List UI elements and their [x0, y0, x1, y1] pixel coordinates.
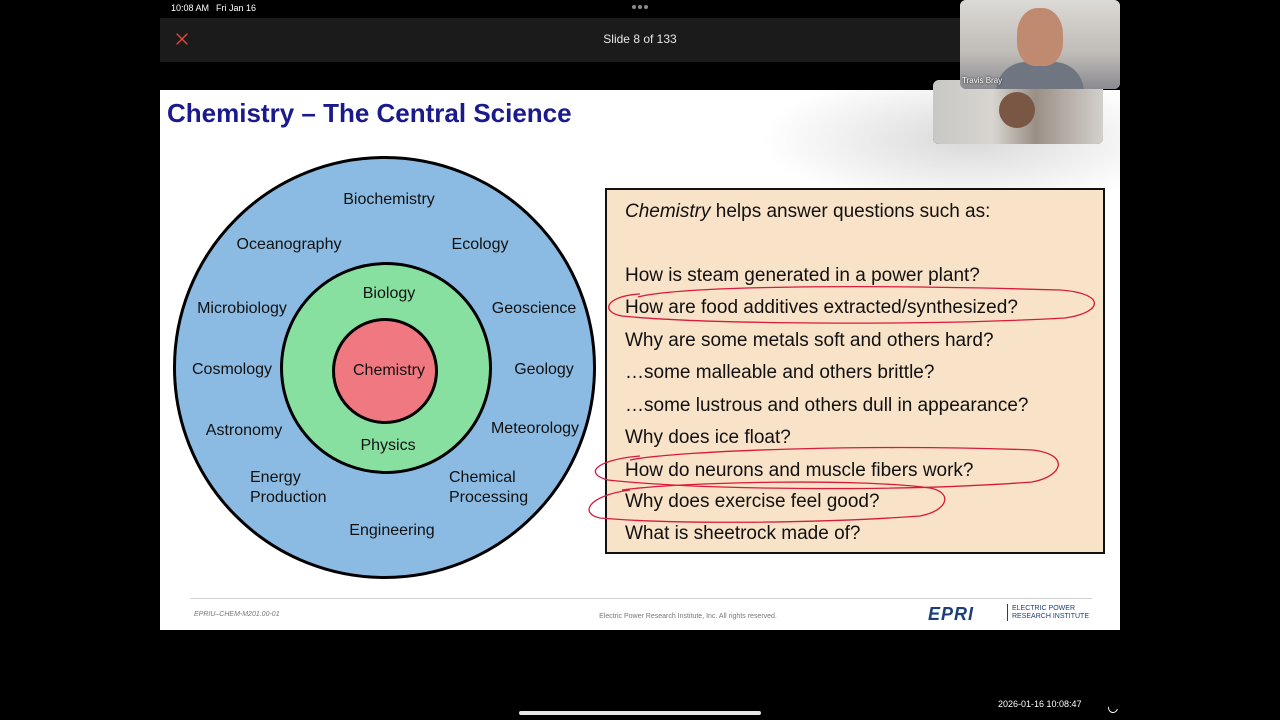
center-label: Chemistry [352, 362, 426, 379]
participant-video-secondary[interactable] [933, 80, 1103, 144]
slide-canvas: Chemistry – The Central Science Chemistr… [160, 90, 1120, 630]
outer-label-geoscience: Geoscience [491, 300, 577, 317]
outer-label-geology: Geology [514, 361, 574, 378]
logo-mark: EPRI [928, 604, 975, 624]
question-item: How is steam generated in a power plant? [625, 265, 980, 286]
participant-video-primary[interactable] [960, 0, 1120, 89]
outer-label-cosmology: Cosmology [191, 361, 273, 378]
question-item: Why does ice float? [625, 427, 791, 448]
intro-emphasis: Chemistry [625, 201, 711, 222]
outer-label-processing: Processing [449, 489, 529, 506]
loading-spinner-icon [1106, 701, 1120, 715]
outer-label-engineering: Engineering [349, 522, 435, 539]
question-item: How are food additives extracted/synthes… [625, 297, 1018, 318]
epri-logo: EPRI ELECTRIC POWER RESEARCH INSTITUTE [928, 602, 1092, 624]
questions-intro: Chemistry helps answer questions such as… [625, 201, 990, 223]
close-button[interactable] [173, 30, 191, 48]
question-item: …some malleable and others brittle? [625, 362, 935, 383]
question-item: What is sheetrock made of? [625, 523, 861, 544]
outer-label-microbiology: Microbiology [197, 300, 287, 317]
outer-label-oceanography: Oceanography [236, 236, 342, 253]
outer-label-chemical: Chemical [449, 469, 516, 486]
outer-ring [173, 156, 596, 579]
question-item: Why are some metals soft and others hard… [625, 330, 994, 351]
multitasking-dots-icon[interactable] [632, 5, 648, 9]
outer-label-astronomy: Astronomy [205, 422, 283, 439]
slide-counter: Slide 8 of 133 [603, 32, 677, 46]
logo-divider [1007, 604, 1008, 621]
question-item: …some lustrous and others dull in appear… [625, 395, 1029, 416]
outer-label-meteorology: Meteorology [490, 420, 580, 437]
footer-doc-id: EPRIU–CHEM-M201.00-01 [194, 611, 280, 618]
footer-divider [190, 598, 1092, 599]
logo-text-line1: ELECTRIC POWER [1012, 605, 1076, 612]
middle-label-physics: Physics [360, 437, 416, 454]
participant-face [1017, 8, 1063, 66]
home-indicator[interactable] [519, 711, 761, 715]
question-item: Why does exercise feel good? [625, 491, 880, 512]
close-icon [176, 33, 188, 45]
footer-copyright: Electric Power Research Institute, Inc. … [599, 613, 777, 620]
question-item: How do neurons and muscle fibers work? [625, 460, 974, 481]
status-time: 10:08 AM [171, 3, 210, 13]
outer-label-energy: Energy [250, 469, 301, 486]
outer-label-production: Production [250, 489, 327, 506]
participant-silhouette [999, 92, 1035, 128]
questions-box: Chemistry helps answer questions such as… [605, 188, 1105, 554]
outer-label-biochemistry: Biochemistry [343, 191, 435, 208]
slide-title: Chemistry – The Central Science [167, 98, 572, 128]
center-circle [332, 318, 438, 424]
intro-text: helps answer questions such as: [710, 201, 991, 222]
status-date: Fri Jan 16 [216, 3, 257, 13]
participant-shirt [996, 62, 1084, 89]
logo-text-line2: RESEARCH INSTITUTE [1012, 613, 1090, 620]
recording-timestamp: 2026-01-16 10:08:47 [998, 699, 1082, 709]
middle-label-biology: Biology [362, 285, 416, 302]
outer-label-ecology: Ecology [451, 236, 509, 253]
participant-name: Travis Bray [962, 76, 1003, 85]
